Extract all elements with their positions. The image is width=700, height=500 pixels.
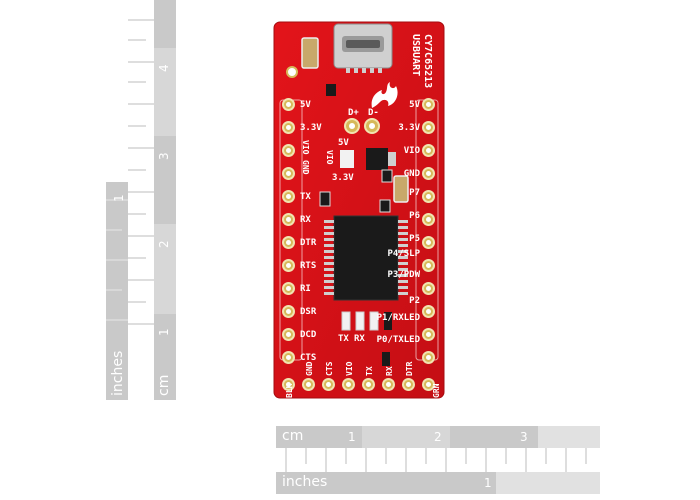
header-pin-bottom [362, 378, 375, 391]
pin-label-left: TX [300, 192, 311, 202]
pin-label-left: VIO [301, 140, 310, 155]
pin-label-bottom: GRN [432, 383, 441, 398]
breakout-board [272, 20, 446, 400]
pin-label-left: CTS [300, 353, 317, 363]
pin-label-bottom: DTR [405, 361, 414, 376]
header-pin-left [282, 213, 295, 226]
pin-label-right: 3.3V [398, 123, 420, 133]
header-pin-right [422, 282, 435, 295]
ruler-inches-label-bottom: inches [282, 474, 328, 490]
header-pin-bottom [382, 378, 395, 391]
header-pin-right [422, 167, 435, 180]
header-pin-right [422, 351, 435, 364]
pin-label-bottom: GND [305, 361, 314, 376]
ruler-inch-number-bottom: 1 [484, 476, 492, 490]
jumper-vio-label: VIO [325, 150, 334, 165]
pin-label-right: P7 [409, 188, 420, 198]
vertical-ruler-graphic [106, 0, 176, 400]
pin-label-right: P5 [409, 234, 420, 244]
dminus-label: D- [368, 108, 379, 118]
ruler-cm-number: 3 [157, 152, 171, 160]
header-pin-bottom [402, 378, 415, 391]
ruler-inches-label: inches [110, 350, 126, 396]
header-pin-right [422, 144, 435, 157]
pin-label-right: 5V [409, 100, 420, 110]
header-pin-left [282, 351, 295, 364]
ruler-cm-label-bottom: cm [282, 428, 304, 444]
header-pin-right [422, 328, 435, 341]
ruler-cm-label: cm [156, 374, 172, 396]
pin-label-left: RX [300, 215, 311, 225]
ruler-cm-number: 2 [157, 240, 171, 248]
header-pin-left [282, 259, 295, 272]
ruler-cm-number-bottom: 3 [520, 430, 528, 444]
pin-label-bottom: TX [365, 366, 374, 376]
header-pin-right [422, 98, 435, 111]
dplus-label: D+ [348, 108, 359, 118]
horizontal-ruler [276, 426, 600, 494]
header-pin-right [422, 190, 435, 203]
ruler-cm-number: 1 [157, 328, 171, 336]
header-pin-left [282, 328, 295, 341]
pin-label-right: P3/PDW [387, 270, 420, 280]
pin-label-bottom: VIO [345, 361, 354, 376]
pin-label-left: DCD [300, 330, 317, 340]
pin-label-right: GND [403, 169, 420, 179]
header-pin-right [422, 213, 435, 226]
jumper-3v3-label: 3.3V [332, 173, 354, 183]
header-pin-left [282, 98, 295, 111]
pin-label-left: RI [300, 284, 311, 294]
sparkfun-flame-logo [368, 82, 402, 110]
led-tx-label: TX [338, 334, 349, 344]
pin-label-left: DSR [300, 307, 317, 317]
header-pin-bottom [282, 378, 295, 391]
header-pin-bottom [422, 378, 435, 391]
pin-label-right: P0/TXLED [376, 335, 420, 345]
pin-label-left: 3.3V [300, 123, 322, 133]
pin-label-right: P1/RXLED [376, 313, 420, 323]
ruler-cm-number-bottom: 2 [434, 430, 442, 444]
pin-label-bottom: CTS [325, 361, 334, 376]
header-pin-right [422, 305, 435, 318]
header-pin-left [282, 190, 295, 203]
header-pin-left [282, 282, 295, 295]
pin-label-left: RTS [300, 261, 317, 271]
pin-label-left: GND [301, 160, 310, 175]
header-pin-bottom [322, 378, 335, 391]
header-pin-right [422, 236, 435, 249]
ruler-cm-number: 4 [157, 64, 171, 72]
pin-label-right: P2 [409, 296, 420, 306]
flame-icon [371, 82, 398, 108]
pin-label-right: P4/SLP [387, 249, 420, 259]
header-pin-left [282, 236, 295, 249]
pin-label-left: DTR [300, 238, 317, 248]
pin-label-left: 5V [300, 100, 311, 110]
header-pin-left [282, 167, 295, 180]
pin-label-right: P6 [409, 211, 420, 221]
header-pin-left [282, 121, 295, 134]
header-pin-right [422, 121, 435, 134]
board-subtitle: USBUART [410, 34, 421, 77]
header-pin-bottom [302, 378, 315, 391]
pin-label-bottom: RX [385, 366, 394, 376]
jumper-5v-label: 5V [338, 138, 349, 148]
board-title: CY7C65213 [422, 34, 433, 89]
vertical-ruler [106, 0, 176, 400]
micro-usb-connector [332, 22, 394, 74]
header-pin-right [422, 259, 435, 272]
led-rx-label: RX [354, 334, 365, 344]
header-pin-left [282, 144, 295, 157]
header-pin-bottom [342, 378, 355, 391]
ruler-cm-number-bottom: 1 [348, 430, 356, 444]
pin-label-bottom: BLK [285, 383, 294, 398]
horizontal-ruler-graphic [276, 426, 600, 494]
pin-label-right: VIO [403, 146, 420, 156]
board-pcb [273, 21, 445, 399]
header-pin-left [282, 305, 295, 318]
ruler-inch-number: 1 [112, 194, 126, 202]
usb-icon [333, 23, 393, 73]
